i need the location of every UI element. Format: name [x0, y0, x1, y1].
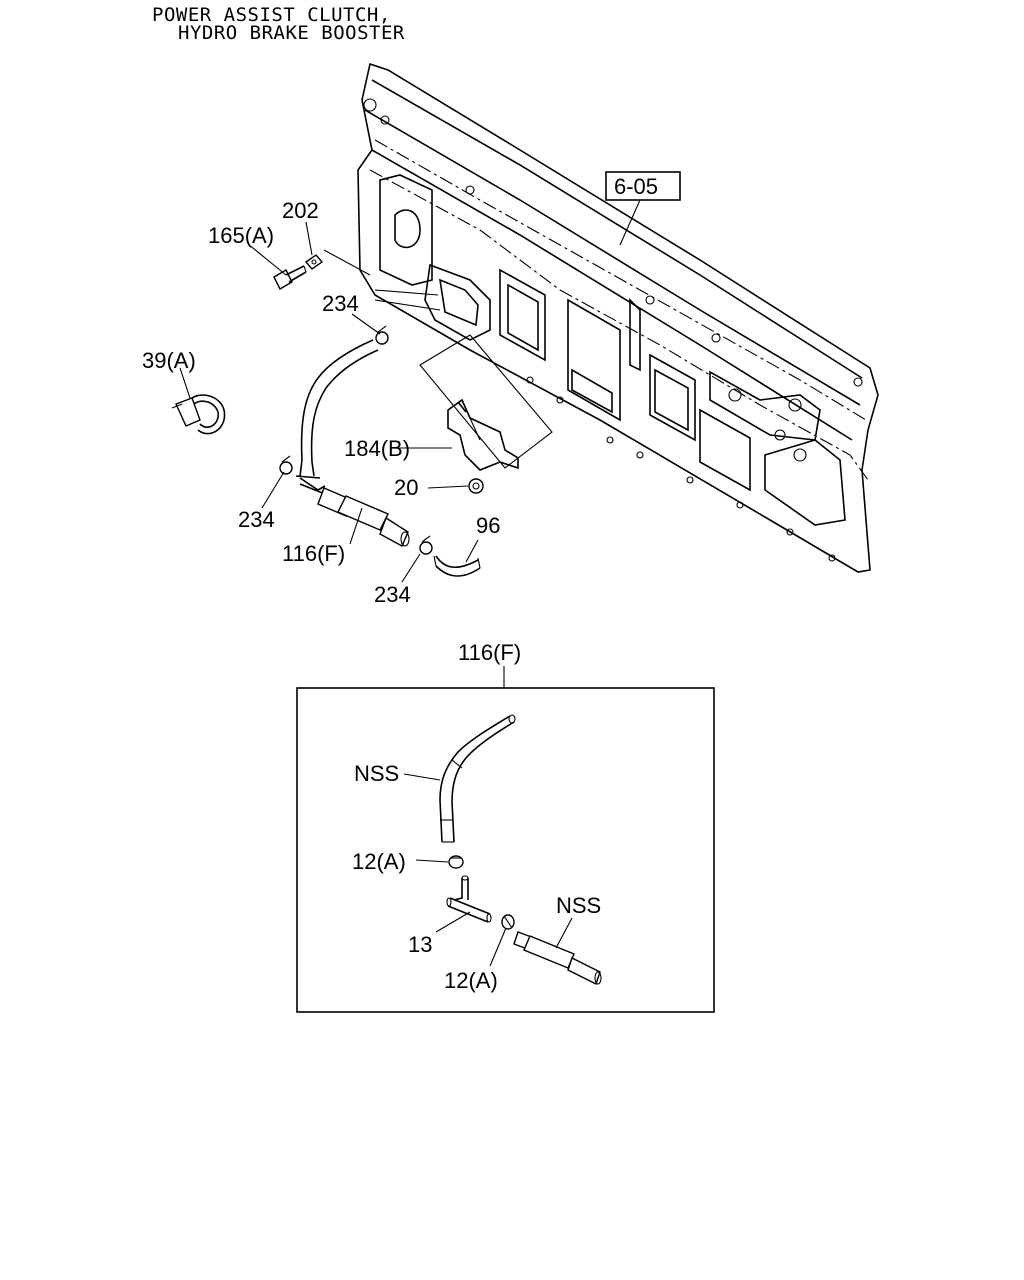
nut-20	[468, 478, 484, 494]
hose-96	[433, 555, 481, 577]
leader-12a-top	[415, 859, 449, 863]
leader-202	[305, 221, 313, 256]
detail-label-nss-right: NSS	[556, 893, 601, 918]
washer-202	[304, 254, 324, 270]
detail-hose	[439, 714, 516, 843]
detail-label-12a-top: 12(A)	[352, 849, 406, 874]
ref-box-leader	[619, 199, 641, 246]
label-234-bottom: 234	[374, 582, 411, 607]
detail-label-12a-bottom: 12(A)	[444, 968, 498, 993]
clamp-234-top	[375, 325, 389, 345]
leader-12a-bottom	[489, 927, 507, 967]
hose-116f	[295, 339, 410, 547]
leader-nss-right	[555, 917, 573, 949]
bolt-axis-line	[323, 249, 371, 276]
bracket-184b	[419, 334, 553, 471]
leader-234-bottom	[401, 553, 421, 583]
leader-20	[427, 485, 469, 489]
cab-panel	[357, 62, 879, 573]
leader-116f	[349, 507, 363, 545]
detail-tee-13	[446, 875, 492, 923]
label-96: 96	[476, 513, 500, 538]
label-234-left: 234	[238, 507, 275, 532]
detail-header: 116(F)	[458, 640, 521, 665]
leader-234-left	[261, 471, 285, 509]
clamp-234-left	[279, 455, 293, 475]
title-line-1: POWER ASSIST CLUTCH,	[152, 4, 391, 26]
detail-clamp-12a-bottom	[501, 914, 515, 930]
ref-box-label: 6-05	[614, 174, 658, 199]
leader-39a	[179, 367, 191, 399]
leader-96	[465, 539, 479, 563]
detail-label-13: 13	[408, 932, 432, 957]
label-234-top: 234	[322, 291, 359, 316]
detail-frame	[296, 687, 715, 1013]
bolt-165a	[273, 265, 307, 290]
leader-234-top	[351, 313, 381, 335]
leader-13	[435, 911, 471, 933]
label-116f: 116(F)	[282, 541, 345, 566]
label-39a: 39(A)	[142, 348, 196, 373]
label-184b: 184(B)	[344, 436, 410, 461]
clip-39a	[171, 394, 226, 435]
detail-pipe	[513, 931, 602, 985]
label-165a: 165(A)	[208, 223, 274, 248]
detail-label-nss-top: NSS	[354, 761, 399, 786]
label-20: 20	[394, 475, 418, 500]
detail-clamp-12a-top	[448, 855, 464, 869]
ref-box-frame	[605, 171, 681, 201]
title-line-2: HYDRO BRAKE BOOSTER	[178, 22, 405, 44]
leader-nss-top	[403, 773, 441, 781]
clamp-234-bottom	[419, 535, 433, 555]
label-202: 202	[282, 198, 319, 223]
leader-165a	[247, 243, 287, 276]
